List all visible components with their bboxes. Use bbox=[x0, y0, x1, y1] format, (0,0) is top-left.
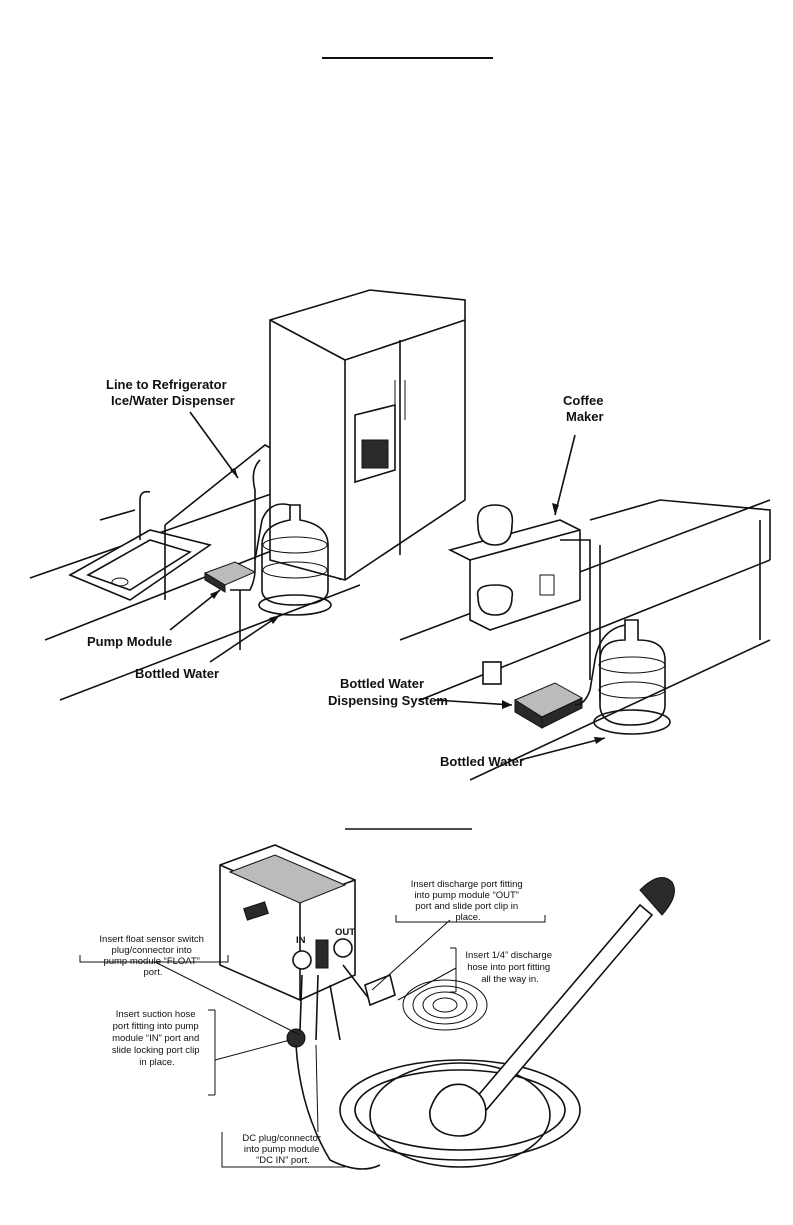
wall-outlet bbox=[482, 661, 502, 685]
label-pump-module: Pump Module bbox=[87, 634, 172, 649]
pump-connection-scene bbox=[79, 844, 675, 1170]
pump-module-left bbox=[203, 561, 257, 593]
discharge-hose-coil bbox=[402, 979, 488, 1031]
sink bbox=[68, 490, 212, 601]
suction-port-fitting bbox=[286, 1028, 306, 1048]
suction-hose-coil bbox=[339, 1059, 581, 1168]
label-suction-hose: Insert suction hose port fitting into pu… bbox=[112, 1009, 202, 1068]
bottled-water-left bbox=[254, 503, 332, 616]
port-in-label: IN bbox=[296, 935, 306, 946]
pump-body bbox=[219, 844, 356, 1001]
label-float-sensor: Insert float sensor switch plug/connecto… bbox=[99, 934, 206, 978]
refrigerator bbox=[269, 289, 466, 581]
label-line-to-fridge: Line to Refrigerator Ice/Water Dispenser bbox=[106, 377, 235, 408]
label-bottled-water-right: Bottled Water bbox=[440, 754, 524, 769]
label-dc-plug: DC plug/connector into pump module “DC I… bbox=[242, 1133, 323, 1166]
label-dispensing-system: Bottled Water Dispensing System bbox=[328, 676, 448, 708]
label-discharge-port: Insert discharge port fitting into pump … bbox=[411, 879, 526, 923]
discharge-port-fitting bbox=[364, 973, 396, 1007]
kitchen-scene bbox=[29, 289, 771, 781]
label-bottled-water-left: Bottled Water bbox=[135, 666, 219, 681]
float-sensor bbox=[429, 1083, 487, 1137]
coffee-maker bbox=[447, 504, 581, 631]
pump-module-right bbox=[513, 682, 584, 729]
label-coffee-maker: Coffee Maker bbox=[563, 393, 607, 424]
port-out-label: OUT bbox=[335, 927, 355, 938]
bottled-water-right bbox=[574, 619, 671, 735]
label-discharge-hose: Insert 1/4” discharge hose into port fit… bbox=[465, 950, 554, 985]
